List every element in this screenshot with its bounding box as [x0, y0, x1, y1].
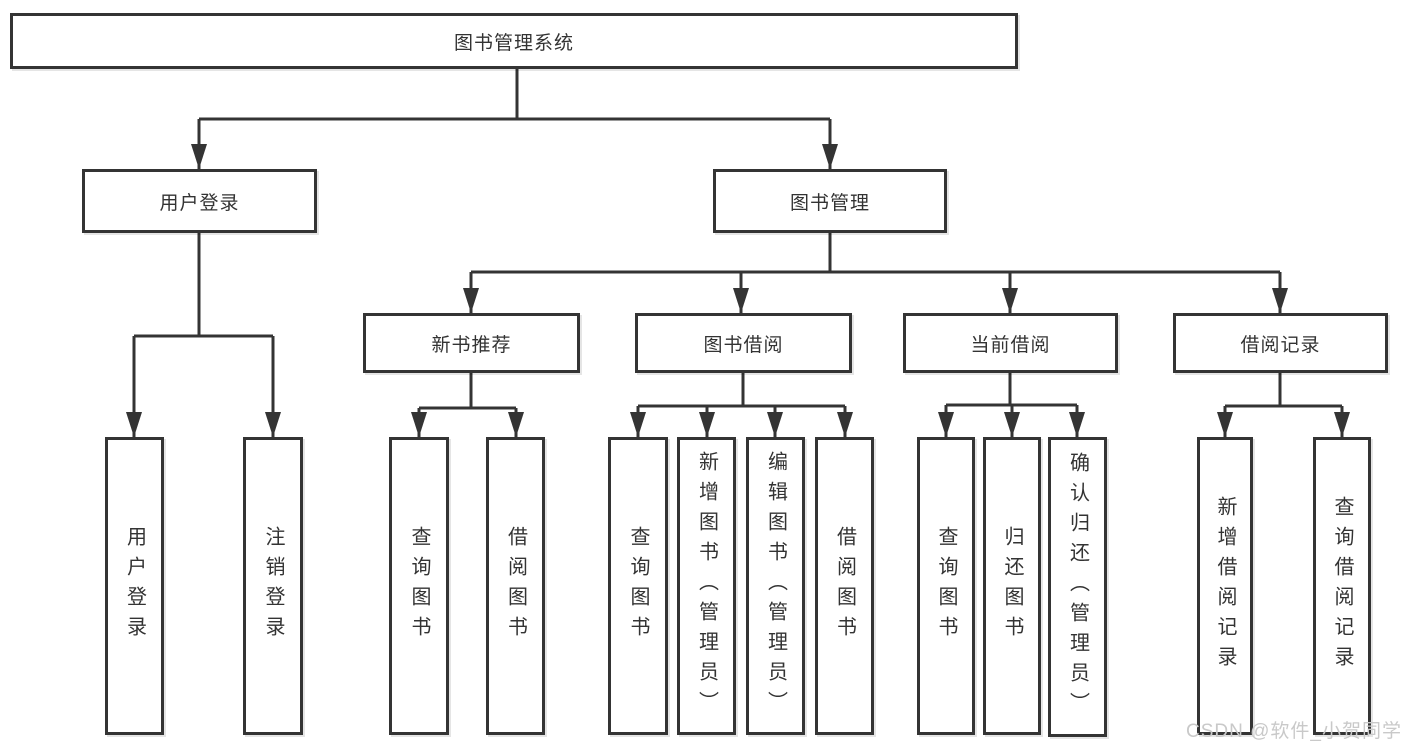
leaf-edit-books-admin: 编辑图书（管理员）	[746, 437, 805, 735]
leaf-return-books: 归还图书	[983, 437, 1041, 735]
leaf-user-login: 用户登录	[105, 437, 164, 735]
leaf-confirm-return-admin-label: 确认归还（管理员）	[1066, 452, 1089, 722]
leaf-user-login-label: 用户登录	[123, 526, 146, 646]
leaf-query-books-1-label: 查询图书	[408, 526, 430, 646]
leaf-return-books-label: 归还图书	[1001, 526, 1023, 646]
leaf-add-books-admin: 新增图书（管理员）	[677, 437, 736, 735]
leaf-add-borrow-record: 新增借阅记录	[1197, 437, 1253, 735]
leaf-borrow-books-2-label: 借阅图书	[833, 526, 856, 646]
leaf-confirm-return-admin: 确认归还（管理员）	[1048, 437, 1107, 737]
leaf-logout: 注销登录	[243, 437, 303, 735]
node-user-login: 用户登录	[82, 169, 317, 233]
leaf-add-borrow-record-label: 新增借阅记录	[1214, 496, 1236, 676]
leaf-borrow-books-1-label: 借阅图书	[504, 526, 527, 646]
leaf-query-books-3: 查询图书	[917, 437, 975, 735]
leaf-logout-label: 注销登录	[262, 526, 284, 646]
leaf-query-books-2: 查询图书	[608, 437, 668, 735]
leaf-borrow-books-1: 借阅图书	[486, 437, 545, 735]
node-book-borrow: 图书借阅	[635, 313, 852, 373]
leaf-query-books-2-label: 查询图书	[627, 526, 649, 646]
leaf-query-borrow-record: 查询借阅记录	[1313, 437, 1371, 735]
node-current-borrow: 当前借阅	[903, 313, 1118, 373]
node-new-book-recommend: 新书推荐	[363, 313, 580, 373]
leaf-query-books-1: 查询图书	[389, 437, 449, 735]
leaf-borrow-books-2: 借阅图书	[815, 437, 874, 735]
node-borrow-records: 借阅记录	[1173, 313, 1388, 373]
csdn-watermark: CSDN @软件_小贺同学	[1186, 721, 1402, 742]
leaf-query-books-3-label: 查询图书	[935, 526, 957, 646]
node-book-management: 图书管理	[713, 169, 947, 233]
leaf-add-books-admin-label: 新增图书（管理员）	[695, 451, 718, 721]
leaf-edit-books-admin-label: 编辑图书（管理员）	[764, 451, 787, 721]
leaf-query-borrow-record-label: 查询借阅记录	[1331, 496, 1353, 676]
node-root: 图书管理系统	[10, 13, 1018, 69]
